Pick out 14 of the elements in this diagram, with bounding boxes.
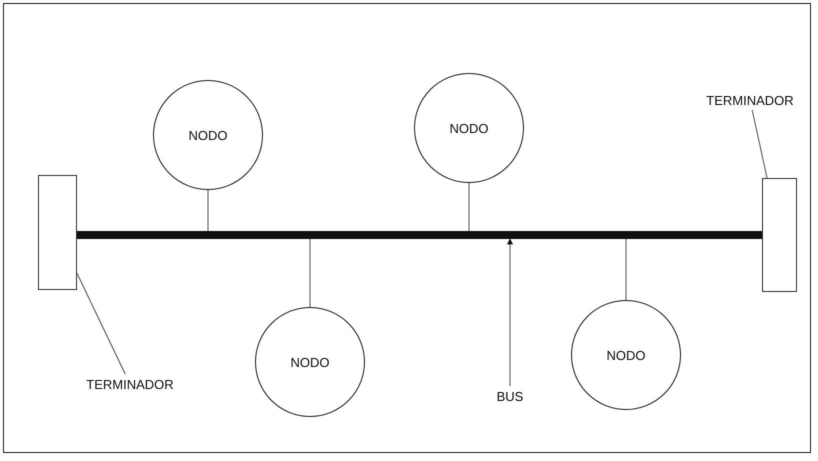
bus-bar bbox=[77, 231, 762, 239]
arrow bbox=[507, 238, 513, 386]
connector-line bbox=[468, 182, 470, 232]
node-circle: NODO bbox=[255, 307, 365, 417]
terminator-box bbox=[38, 175, 77, 290]
terminator-label: TERMINADOR bbox=[75, 374, 185, 394]
bus-label: BUS bbox=[488, 386, 532, 406]
terminator-label: TERMINADOR bbox=[700, 90, 800, 110]
node-circle: NODO bbox=[414, 73, 524, 183]
leader-line bbox=[76, 272, 126, 374]
node-circle: NODO bbox=[153, 80, 263, 190]
node-circle: NODO bbox=[571, 300, 681, 410]
terminator-box bbox=[762, 178, 797, 292]
leader-line bbox=[752, 110, 768, 178]
